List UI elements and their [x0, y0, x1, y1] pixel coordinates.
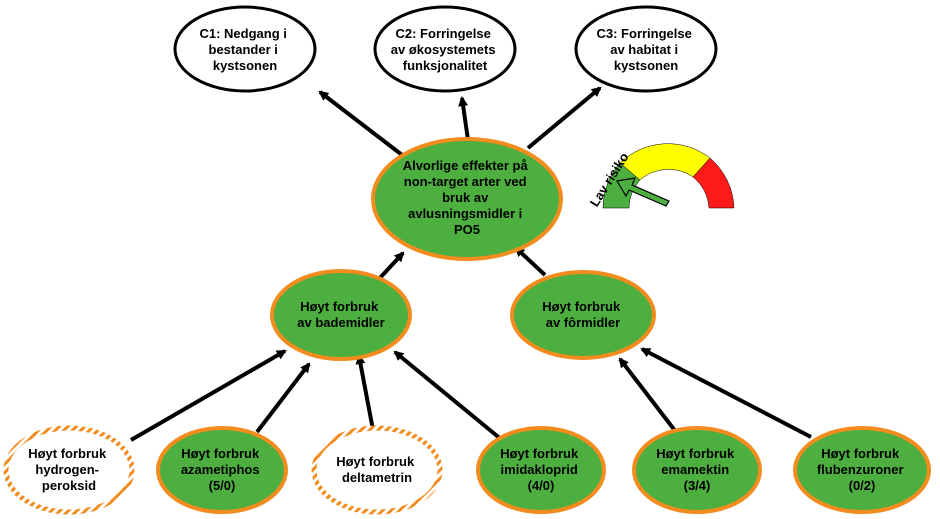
arrow-center-to-c2: [458, 96, 470, 141]
node-azametiphos: Høyt forbruk azametiphos (5/0): [156, 426, 288, 514]
arrow-emamektin-to-formidler: [618, 357, 678, 434]
svg-text:Høyt forbruk emamektin: Høyt forbruk emamektin (3/4): [656, 446, 738, 493]
arrow-formidler-to-center: [514, 246, 547, 277]
node-formidler: Høyt forbruk av fôrmidler: [510, 270, 656, 360]
svg-text:Alvorlige effekter på no: Alvorlige effekter på non-target arter v…: [403, 158, 532, 237]
risk-gauge: Lav risiko: [587, 143, 735, 209]
svg-text:C1: Nedgang i bestander: C1: Nedgang i bestander i kystsonen: [199, 26, 290, 73]
node-c3: C3: Forringelse av habitat i kystsonen: [574, 5, 718, 93]
svg-text:Høyt forbruk flubenzuron: Høyt forbruk flubenzuroner (0/2): [817, 446, 907, 493]
arrow-center-to-c3: [526, 86, 602, 150]
arrow-hydrogen-to-bademidler: [129, 349, 287, 442]
svg-text:C3: Forringelse av habit: C3: Forringelse av habitat i kystsonen: [597, 26, 696, 73]
arrow-center-to-c1: [318, 90, 408, 160]
svg-text:Høyt forbruk av fôrmidle: Høyt forbruk av fôrmidler: [542, 299, 624, 330]
node-flubenzuroner: Høyt forbruk flubenzuroner (0/2): [793, 426, 931, 514]
arrow-flubenzuroner-to-formidler: [640, 347, 812, 439]
svg-text:Høyt forbruk azametiphos: Høyt forbruk azametiphos (5/0): [181, 446, 263, 493]
arrow-azametiphos-to-bademidler: [255, 362, 311, 434]
arrow-imidakloprid-to-bademidler: [393, 350, 504, 442]
arrow-needle-icon: [616, 177, 670, 207]
node-center-event: Alvorlige effekter på non-target arter v…: [371, 137, 563, 261]
arrow-deltametrin-to-bademidler: [355, 354, 375, 431]
node-deltametrin: Høyt forbruk deltametrin: [311, 425, 443, 515]
arrow-bademidler-to-center: [377, 251, 405, 281]
node-c1: C1: Nedgang i bestander i kystsonen: [173, 5, 317, 93]
node-bademidler: Høyt forbruk av bademidler: [270, 269, 412, 361]
node-c2: C2: Forringelse av økosystemets funksjon…: [373, 5, 517, 93]
svg-text:Høyt forbruk hydrogen-: Høyt forbruk hydrogen- peroksid: [28, 446, 110, 493]
node-imidakloprid: Høyt forbruk imidakloprid (4/0): [476, 426, 606, 514]
svg-text:Høyt forbruk av bademidl: Høyt forbruk av bademidler: [297, 299, 384, 330]
svg-text:Høyt forbruk deltametrin: Høyt forbruk deltametrin: [336, 454, 418, 485]
svg-text:Høyt forbruk imidaklopri: Høyt forbruk imidakloprid (4/0): [500, 446, 582, 493]
connector-arrows: [129, 86, 812, 442]
gauge-segment-high: [692, 157, 735, 209]
node-emamektin: Høyt forbruk emamektin (3/4): [632, 426, 762, 514]
svg-text:C2: Forringelse av økosy: C2: Forringelse av økosystemets funksjon…: [391, 26, 499, 73]
node-hydrogenperoksid: Høyt forbruk hydrogen- peroksid: [3, 425, 135, 515]
